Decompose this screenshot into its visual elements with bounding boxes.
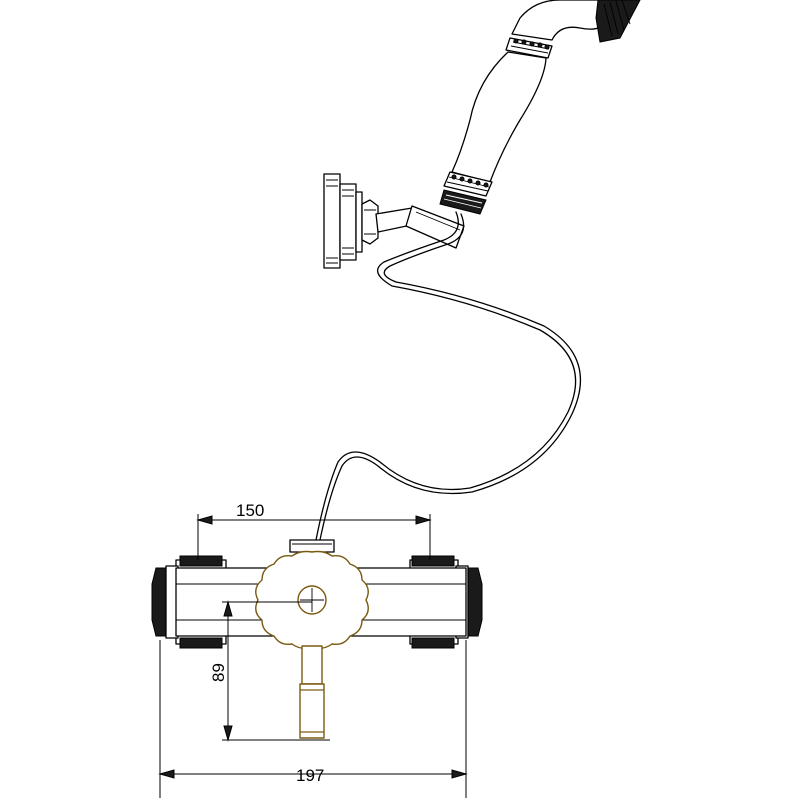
dimension-label-89: 89 [209, 663, 228, 682]
handle-lower-collar [443, 171, 493, 197]
lower-spout [301, 645, 323, 685]
dimension-197: 197 [158, 640, 468, 798]
hand-shower [439, 0, 641, 215]
wall-bracket [323, 173, 465, 269]
ceramic-handle [451, 51, 547, 183]
hose-outlet [289, 539, 335, 553]
shower-head [511, 0, 641, 43]
flexible-hose [315, 211, 581, 541]
bracket-holder [405, 205, 465, 249]
dimension-150: 150 [196, 501, 432, 560]
wall-flange [323, 173, 341, 269]
spout-sleeve [299, 683, 325, 739]
dimension-label-197: 197 [296, 766, 324, 785]
mixer-valve [151, 539, 483, 739]
handle-upper-collar [505, 37, 553, 59]
dimension-89: 89 [209, 600, 330, 742]
dimension-label-150: 150 [236, 501, 264, 520]
